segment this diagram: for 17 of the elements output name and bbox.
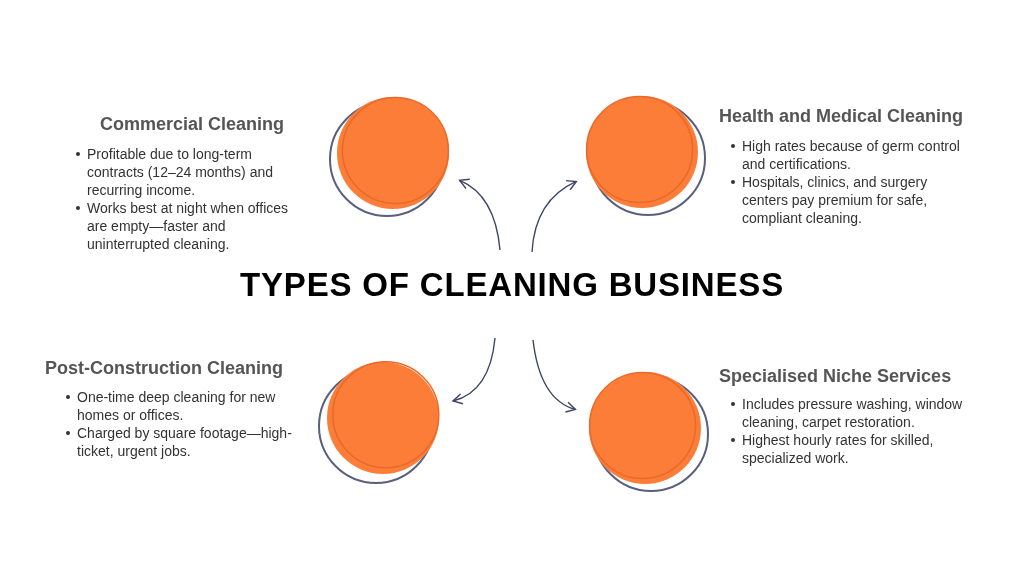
bullet-text: Highest hourly rates for skilled, specialized work.	[742, 431, 935, 467]
bullet-text: Profitable due to long-term contracts (12–24 months) and recurring income.	[87, 145, 274, 199]
bullet-text: One-time deep cleaning for new homes or offices.	[77, 388, 277, 424]
bullet-text: Includes pressure washing, window cleaning, carpet restoration.	[742, 395, 964, 431]
bullet-text: Hospitals, clinics, and surgery centers pay premium for safe, compliant cleaning.	[742, 173, 929, 227]
bullet-text: Charged by square footage—high-ticket, urgent jobs.	[77, 424, 293, 460]
section-heading: Health and Medical Cleaning	[719, 105, 964, 128]
section-heading: Specialised Niche Services	[719, 365, 952, 388]
curved-arrow	[531, 180, 577, 253]
curved-arrow	[532, 339, 577, 412]
diagram-title: TYPES OF CLEANING BUSINESS	[239, 268, 785, 301]
curved-arrow	[458, 179, 501, 251]
section-heading: Commercial Cleaning	[100, 113, 285, 136]
bullet-text: Works best at night when offices are empty—faster and uninterrupted cleaning.	[87, 199, 290, 253]
section-heading: Post-Construction Cleaning	[45, 357, 283, 380]
curved-arrow	[452, 337, 496, 404]
bullet-text: High rates because of germ control and certifications.	[742, 137, 961, 173]
